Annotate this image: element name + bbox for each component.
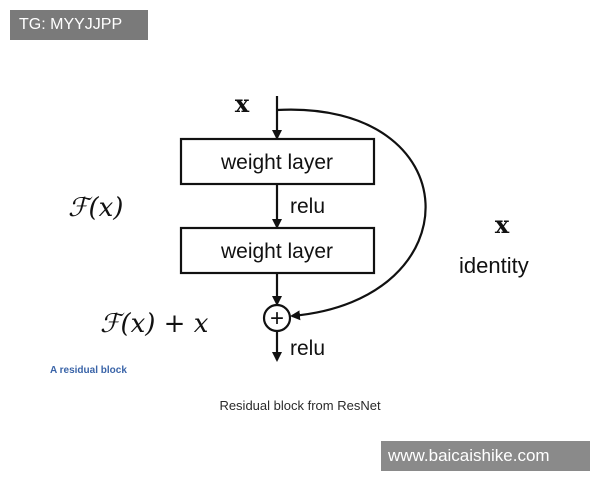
addition-symbol: + (270, 305, 284, 332)
watermark-top-label: TG: MYYJJPP (10, 10, 148, 40)
relu-out-label: relu (290, 337, 325, 360)
fx-plus-x-label: ℱ(x) + x (100, 309, 209, 339)
identity-label: identity (459, 253, 529, 278)
fx-label: ℱ(x) (68, 193, 123, 223)
input-x-label: x (235, 89, 250, 118)
relu-mid-label: relu (290, 195, 325, 218)
weight-layer-box-2 (179, 226, 376, 275)
shortcut-x-label: x (495, 210, 510, 239)
figure-caption: Residual block from ResNet (219, 398, 381, 413)
watermark-bottom-label: www.baicaishike.com (381, 441, 590, 471)
identity-shortcut-arrow (276, 108, 427, 321)
weight-layer-label-2: weight layer (220, 240, 333, 263)
weight-layer-label-1: weight layer (220, 151, 333, 174)
block-subcaption: A residual block (50, 365, 127, 376)
